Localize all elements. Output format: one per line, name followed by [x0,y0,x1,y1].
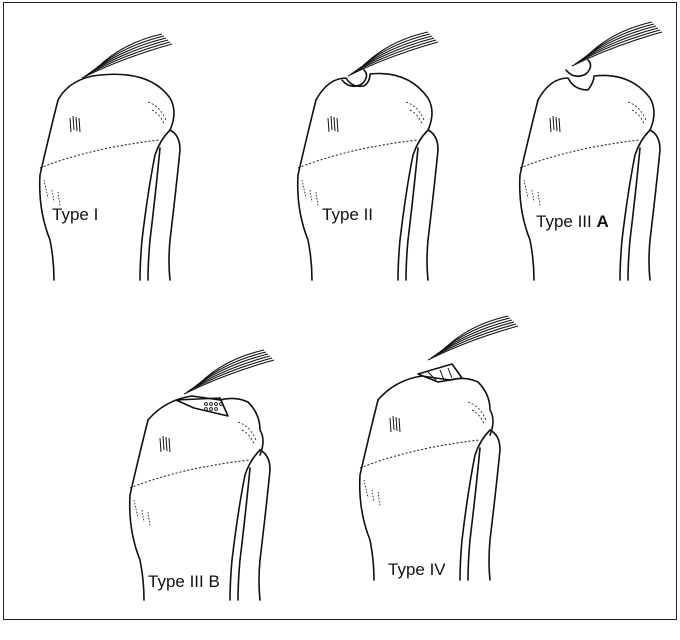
tibia-plateau-outline [538,75,654,130]
cortex-hatching [134,500,150,526]
bone-hatching [390,416,400,432]
patellar-tendon-fiber [354,38,434,72]
tibia-medial-cortex [360,400,378,580]
bone-hatching [328,116,338,132]
tibia-plateau-outline [378,376,493,435]
fibula-medial-edge [628,148,640,280]
tibia-lateral-cortex [460,430,490,580]
label-type-3a: Type III A [536,212,609,232]
tibia-diagram-type-1 [20,40,240,320]
growth-plate-line [40,140,160,168]
cortex-hatching [524,180,540,206]
tubercle-detail [468,402,486,424]
tibia-medial-cortex [520,100,538,280]
label-type-3b: Type III B [148,572,220,592]
tibia-medial-cortex [40,100,58,280]
fragment-dot [215,403,218,406]
fibula-lateral-edge [427,130,438,280]
tibia-lateral-cortex [140,130,170,280]
panel-type-3b: Type III B [110,360,330,640]
label-type-3b-suffix: B [208,572,219,591]
patellar-tendon-fiber [88,40,168,74]
fragment-dot [205,408,208,411]
tibia-lateral-cortex [230,450,260,600]
fragment-dot [220,403,223,406]
fibula-medial-edge [468,448,480,580]
tibia-medial-cortex [130,420,148,600]
fragment-dot [215,408,218,411]
fragment-dot [210,403,213,406]
fibula-lateral-edge [169,130,180,280]
tibia-diagram-type-4 [340,340,560,620]
fibula-lateral-edge [259,450,270,600]
label-type-3b-prefix: Type III [148,572,208,591]
panel-type-3a: Type III A [500,40,680,320]
tubercle-detail [238,422,256,444]
panel-type-4: Type IV [340,340,560,620]
fibula-medial-edge [148,148,160,280]
label-type-3a-suffix: A [596,212,608,231]
label-type-3a-prefix: Type III [536,212,596,231]
fragment-dot [205,403,208,406]
bone-hatching [160,436,170,452]
fibula-medial-edge [238,468,250,600]
fragment-dot [210,408,213,411]
growth-plate-line [298,140,418,168]
patellar-tendon-fiber [190,356,270,390]
fibula-lateral-edge [489,430,500,580]
growth-plate-line [130,460,250,488]
fibula-lateral-edge [649,130,660,280]
panel-type-1: Type I [20,40,240,320]
bone-hatching [70,116,80,132]
label-type-2: Type II [322,205,373,225]
cortex-hatching [302,180,318,206]
tibia-lateral-cortex [620,130,650,280]
label-type-4: Type IV [388,560,446,580]
panel-type-2: Type II [278,40,498,320]
tibia-plateau-outline [316,74,432,131]
tibia-plateau-outline [58,74,174,130]
tibia-lateral-cortex [398,130,428,280]
growth-plate-line [520,140,640,168]
cortex-hatching [364,480,380,506]
growth-plate-line [360,440,480,468]
tubercle-detail [148,102,166,124]
fibula-medial-edge [406,148,418,280]
tubercle-detail [406,102,424,124]
tibia-diagram-type-3a [500,40,680,320]
bone-hatching [550,116,560,132]
tibia-medial-cortex [298,100,316,280]
tibia-diagram-type-2 [278,40,498,320]
tibia-diagram-type-3b [110,360,330,640]
label-type-1: Type I [52,205,98,225]
cortex-hatching [44,180,60,206]
tubercle-detail [628,102,646,124]
